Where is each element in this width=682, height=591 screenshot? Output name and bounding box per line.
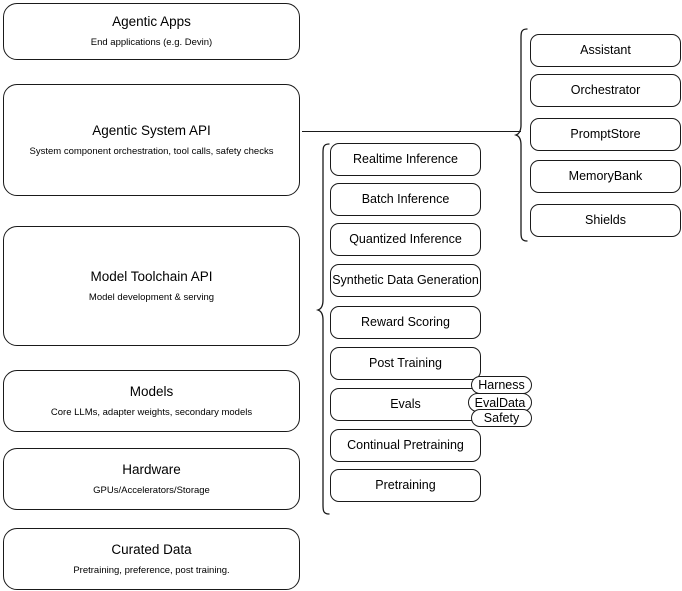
system-component-5[interactable]: Shields bbox=[530, 204, 681, 237]
chip-label: Post Training bbox=[369, 355, 442, 370]
chip-label: Batch Inference bbox=[361, 191, 450, 206]
chip-label: Synthetic Data Generation bbox=[332, 272, 479, 287]
layer-title: Curated Data bbox=[111, 541, 192, 557]
chip-label: Continual Pretraining bbox=[347, 437, 464, 452]
layer-title: Model Toolchain API bbox=[90, 268, 213, 284]
eval-badge-safety[interactable]: Safety bbox=[471, 409, 532, 427]
layer-title: Hardware bbox=[122, 461, 181, 477]
layer-subtitle: Pretraining, preference, post training. bbox=[73, 564, 230, 576]
toolchain-component-3[interactable]: Quantized Inference bbox=[330, 223, 481, 256]
eval-badge-harness[interactable]: Harness bbox=[471, 376, 532, 394]
layer-agentic-apps[interactable]: Agentic Apps End applications (e.g. Devi… bbox=[3, 3, 300, 60]
layer-title: Agentic System API bbox=[92, 122, 211, 138]
system-components-brace bbox=[513, 28, 529, 242]
chip-label: Shields bbox=[585, 212, 626, 227]
system-component-3[interactable]: PromptStore bbox=[530, 118, 681, 151]
layer-subtitle: System component orchestration, tool cal… bbox=[29, 145, 274, 157]
toolchain-component-7[interactable]: Evals bbox=[330, 388, 481, 421]
layer-title: Models bbox=[129, 383, 174, 399]
layer-curated-data[interactable]: Curated Data Pretraining, preference, po… bbox=[3, 528, 300, 590]
toolchain-component-2[interactable]: Batch Inference bbox=[330, 183, 481, 216]
chip-label: Reward Scoring bbox=[361, 314, 450, 329]
toolchain-component-5[interactable]: Reward Scoring bbox=[330, 306, 481, 339]
system-component-2[interactable]: Orchestrator bbox=[530, 74, 681, 107]
chip-label: Pretraining bbox=[375, 477, 436, 492]
chip-label: Evals bbox=[390, 396, 421, 411]
toolchain-component-6[interactable]: Post Training bbox=[330, 347, 481, 380]
eval-badge-label: EvalData bbox=[474, 395, 526, 410]
layer-model-toolchain-api[interactable]: Model Toolchain API Model development & … bbox=[3, 226, 300, 346]
layer-subtitle: GPUs/Accelerators/Storage bbox=[93, 484, 210, 496]
chip-label: Realtime Inference bbox=[353, 151, 458, 166]
layer-subtitle: Model development & serving bbox=[88, 291, 215, 303]
toolchain-component-8[interactable]: Continual Pretraining bbox=[330, 429, 481, 462]
chip-label: Orchestrator bbox=[570, 82, 641, 97]
chip-label: PromptStore bbox=[570, 126, 641, 141]
system-component-4[interactable]: MemoryBank bbox=[530, 160, 681, 193]
layer-subtitle: Core LLMs, adapter weights, secondary mo… bbox=[50, 406, 253, 418]
chip-label: Quantized Inference bbox=[349, 231, 462, 246]
chip-label: MemoryBank bbox=[568, 168, 643, 183]
toolchain-component-4[interactable]: Synthetic Data Generation bbox=[330, 264, 481, 297]
layer-hardware[interactable]: Hardware GPUs/Accelerators/Storage bbox=[3, 448, 300, 510]
layer-models[interactable]: Models Core LLMs, adapter weights, secon… bbox=[3, 370, 300, 432]
layer-agentic-system-api[interactable]: Agentic System API System component orch… bbox=[3, 84, 300, 196]
toolchain-component-9[interactable]: Pretraining bbox=[330, 469, 481, 502]
layer-title: Agentic Apps bbox=[112, 14, 191, 30]
system-api-to-components-line bbox=[302, 131, 521, 133]
toolchain-component-1[interactable]: Realtime Inference bbox=[330, 143, 481, 176]
eval-badge-label: Harness bbox=[478, 378, 525, 392]
layer-subtitle: End applications (e.g. Devin) bbox=[90, 37, 213, 48]
toolchain-components-brace bbox=[315, 143, 331, 515]
chip-label: Assistant bbox=[580, 42, 631, 57]
eval-badge-label: Safety bbox=[483, 411, 520, 425]
system-component-1[interactable]: Assistant bbox=[530, 34, 681, 67]
